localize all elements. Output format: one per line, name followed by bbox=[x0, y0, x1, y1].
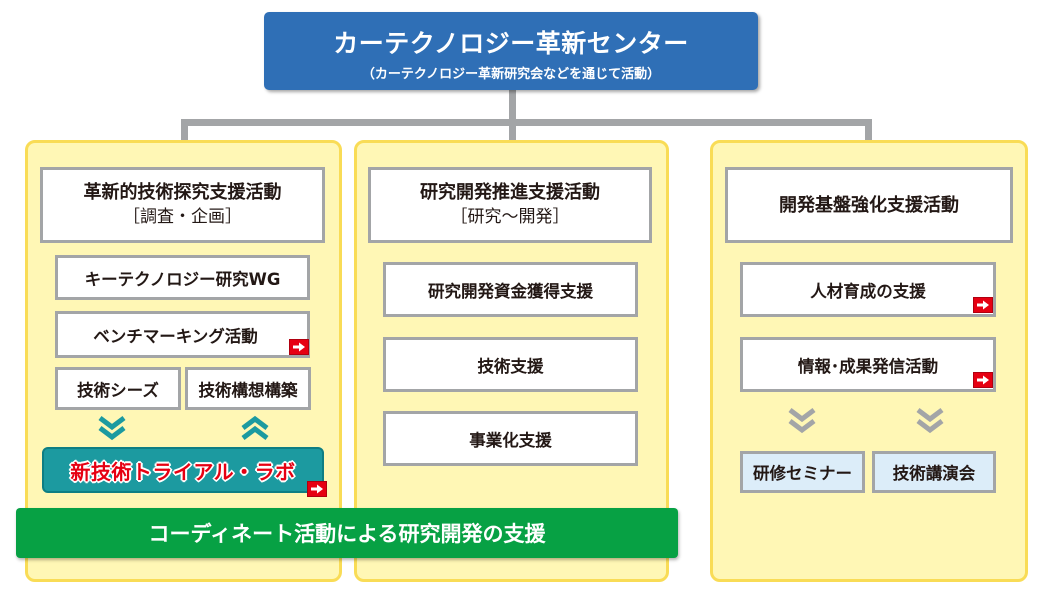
human-resource-link-arrow-icon[interactable] bbox=[973, 297, 993, 313]
new-technology-trial-lab[interactable]: 新技術トライアル・ラボ bbox=[42, 447, 324, 493]
trial-lab-label: 新技術トライアル・ラボ bbox=[70, 459, 296, 484]
technical-support: 技術支援 bbox=[383, 337, 638, 392]
key-technology-wg: キーテクノロジー研究WG bbox=[55, 255, 310, 300]
right-header: 開発基盤強化支援活動 bbox=[725, 167, 1013, 243]
benchmarking-link-arrow-icon[interactable] bbox=[289, 339, 309, 355]
chevron-down-icon bbox=[913, 405, 947, 437]
chevron-down-icon bbox=[95, 414, 129, 442]
chevron-down-icon bbox=[785, 405, 819, 437]
left-header-title: 革新的技術探究支援活動 bbox=[83, 182, 282, 203]
trial-lab-link-arrow-icon[interactable] bbox=[307, 481, 327, 497]
center-header-box: カーテクノロジー革新センター （カーテクノロジー革新研究会などを通じて活動） bbox=[264, 12, 758, 90]
middle-header: 研究開発推進支援活動 ［研究～開発］ bbox=[368, 167, 652, 243]
technology-seeds: 技術シーズ bbox=[55, 367, 181, 410]
human-resource-support: 人材育成の支援 bbox=[740, 262, 996, 317]
connector-vertical-top bbox=[509, 90, 516, 122]
technical-lecture: 技術講演会 bbox=[872, 451, 996, 493]
chevron-up-icon bbox=[238, 414, 272, 442]
left-header: 革新的技術探究支援活動 ［調査・企画］ bbox=[40, 167, 325, 243]
left-header-sub: ［調査・企画］ bbox=[123, 207, 242, 227]
technology-concept-building: 技術構想構築 bbox=[185, 367, 311, 410]
connector-horizontal bbox=[181, 119, 872, 126]
information-link-arrow-icon[interactable] bbox=[973, 372, 993, 388]
training-seminar: 研修セミナー bbox=[740, 451, 865, 493]
commercialization-support: 事業化支援 bbox=[383, 411, 638, 466]
benchmarking-activity: ベンチマーキング活動 bbox=[55, 311, 310, 358]
center-subtitle: （カーテクノロジー革新研究会などを通じて活動） bbox=[361, 67, 661, 82]
information-dissemination-label: 情報･成果発信活動 bbox=[797, 356, 939, 376]
right-header-title: 開発基盤強化支援活動 bbox=[779, 194, 959, 216]
middle-header-title: 研究開発推進支援活動 bbox=[420, 182, 600, 203]
middle-header-sub: ［研究～開発］ bbox=[450, 207, 570, 227]
coordinate-activity-bar: コーディネート活動による研究開発の支援 bbox=[16, 508, 678, 558]
human-resource-label: 人材育成の支援 bbox=[810, 281, 926, 301]
center-title: カーテクノロジー革新センター bbox=[333, 29, 689, 58]
information-dissemination: 情報･成果発信活動 bbox=[740, 337, 996, 392]
rd-funding-support: 研究開発資金獲得支援 bbox=[383, 262, 638, 317]
benchmarking-label: ベンチマーキング活動 bbox=[93, 326, 258, 346]
